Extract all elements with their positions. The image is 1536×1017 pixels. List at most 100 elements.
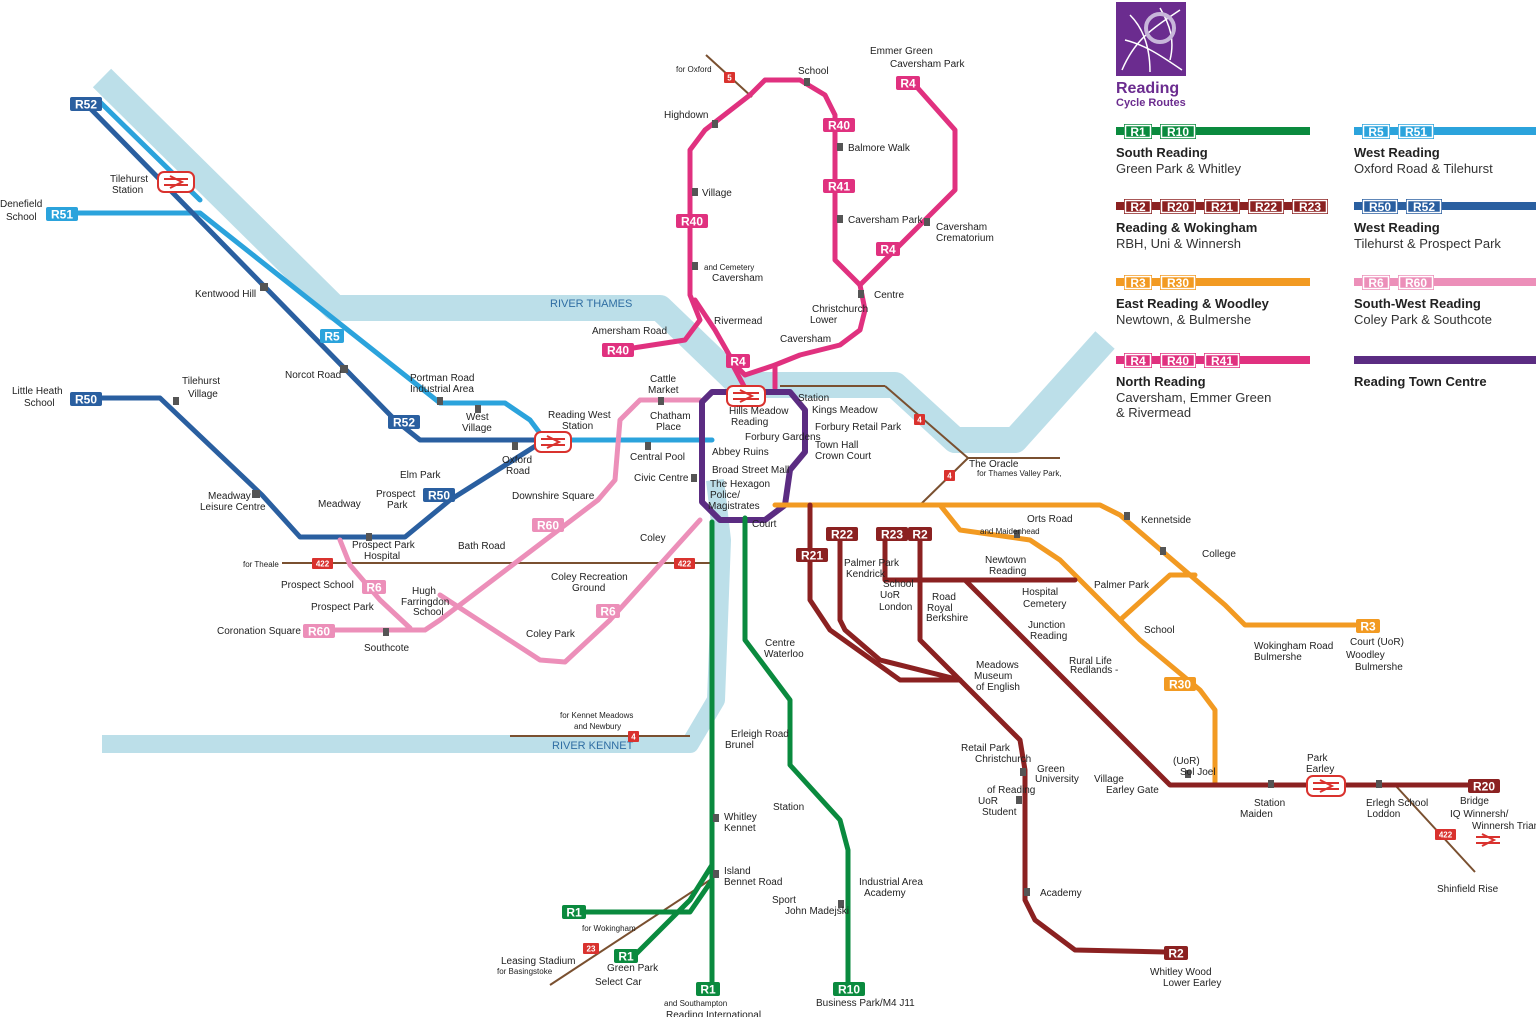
place-label: Oxford <box>502 455 532 466</box>
place-label: Newtown <box>985 555 1026 566</box>
river-thames-label: RIVER THAMES <box>550 298 632 310</box>
place-label: Erleigh Road <box>731 729 789 740</box>
place-label: Earley Gate <box>1106 785 1159 796</box>
place-label: for Oxford <box>676 65 712 74</box>
road-marker-label: 422 <box>316 560 330 569</box>
place-label: Museum <box>974 671 1012 682</box>
route-badge-r51: R51 <box>46 207 78 222</box>
route-badge-label: R51 <box>51 208 73 222</box>
place-label: School <box>24 398 55 409</box>
road-marker-label: 4 <box>917 416 922 425</box>
place-label: Winnersh Triangle <box>1472 821 1536 832</box>
place-label: The Oracle <box>969 459 1019 470</box>
road-links <box>282 54 1476 986</box>
place-label: School <box>6 212 37 223</box>
road-marker-label: 23 <box>587 945 596 954</box>
place-label: Prospect Park <box>311 602 375 613</box>
route-r1-r10-lines <box>582 515 851 988</box>
place-label: Centre <box>874 290 904 301</box>
place-label: School <box>413 607 444 618</box>
place-label: Emmer Green <box>870 46 933 57</box>
route-badge-label: R2 <box>912 528 928 542</box>
route-badge-r1: R1 <box>696 982 720 997</box>
place-label: and Southampton <box>664 999 727 1008</box>
route-badge-r1: R1 <box>614 949 638 964</box>
route-badge-label: R41 <box>828 180 850 194</box>
place-label: IQ Winnersh/ <box>1450 809 1509 820</box>
place-label: Bennet Road <box>724 877 782 888</box>
route-badge-r10: R10 <box>833 982 865 997</box>
route-badge-r2: R2 <box>1164 946 1188 961</box>
route-badge-r41: R41 <box>823 179 855 194</box>
route-badge-label: R40 <box>607 344 629 358</box>
place-label: Southcote <box>364 643 409 654</box>
place-label: Brunel <box>725 740 754 751</box>
route-r3-r30-lines <box>772 502 1358 788</box>
route-badge-label: R4 <box>900 77 916 91</box>
place-label: Road <box>506 466 530 477</box>
place-label: and Maidenhead <box>980 527 1040 536</box>
place-label: School <box>1144 625 1175 636</box>
place-label: Cattle <box>650 374 677 385</box>
place-label: Meadows <box>976 660 1019 671</box>
place-label: Palmer Park <box>844 558 900 569</box>
place-label: and Newbury <box>574 722 621 731</box>
brand-logo <box>1116 2 1186 76</box>
place-label: Caversham Park <box>848 215 923 226</box>
legend-title: South Reading <box>1116 145 1208 160</box>
legend-route-badge: R50 <box>1369 200 1391 214</box>
route-badge-label: R50 <box>75 393 97 407</box>
place-label: Leisure Centre <box>200 502 266 513</box>
legend-route-badge: R20 <box>1167 200 1189 214</box>
place-label: for Thames Valley Park, <box>977 469 1062 478</box>
place-label: Rivermead <box>714 316 762 327</box>
place-label: The Hexagon <box>710 479 770 490</box>
place-label: Earley <box>1306 764 1334 775</box>
place-label: Leasing Stadium <box>501 956 576 967</box>
place-label: Hugh <box>412 586 436 597</box>
legend-route-badge: R2 <box>1130 200 1146 214</box>
place-label: Balmore Walk <box>848 143 911 154</box>
road-marker-422: 422 <box>1435 829 1456 840</box>
road-marker-4: 4 <box>628 731 639 742</box>
road-marker-4: 4 <box>914 414 925 425</box>
brand-title: Reading <box>1116 80 1179 97</box>
place-label: Academy <box>864 888 906 899</box>
place-label: Market <box>648 385 679 396</box>
place-label: Redlands - <box>1070 665 1118 676</box>
place-label: Court (UoR) <box>1350 637 1404 648</box>
place-label: Kennet <box>724 823 756 834</box>
place-label: UoR <box>978 796 998 807</box>
route-badge-r52: R52 <box>70 97 102 112</box>
place-label: Park <box>387 500 409 511</box>
route-badge-label: R1 <box>700 983 716 997</box>
legend-subtitle: Coley Park & Southcote <box>1354 312 1492 327</box>
route-badge-r5: R5 <box>320 329 344 344</box>
road-marker-label: 4 <box>947 472 952 481</box>
route-badge-r4: R4 <box>876 242 900 257</box>
place-label: Crematorium <box>936 233 994 244</box>
legend-route-badge: R10 <box>1167 125 1189 139</box>
legend-route-badge: R5 <box>1368 125 1384 139</box>
place-label: Prospect Park <box>352 540 416 551</box>
place-label: Lower <box>810 315 838 326</box>
place-label: Kentwood Hill <box>195 289 256 300</box>
route-badge-r3: R3 <box>1356 619 1380 634</box>
legend-subtitle: Oxford Road & Tilehurst <box>1354 161 1493 176</box>
place-label: Select Car <box>595 977 642 988</box>
legend-subtitle: Caversham, Emmer Green <box>1116 390 1271 405</box>
route-badge-label: R50 <box>428 489 450 503</box>
route-badge-r1: R1 <box>562 905 586 920</box>
place-label: Hills Meadow <box>729 406 789 417</box>
place-label: Industrial Area <box>859 877 923 888</box>
route-badge-r6: R6 <box>362 580 386 595</box>
road-marker-422: 422 <box>674 558 695 569</box>
place-label: UoR <box>880 590 900 601</box>
place-label: Whitley Wood <box>1150 967 1212 978</box>
route-badge-r40: R40 <box>823 118 855 133</box>
rail-station-winnersh <box>1476 833 1500 847</box>
road-marker-label: 4 <box>631 733 636 742</box>
